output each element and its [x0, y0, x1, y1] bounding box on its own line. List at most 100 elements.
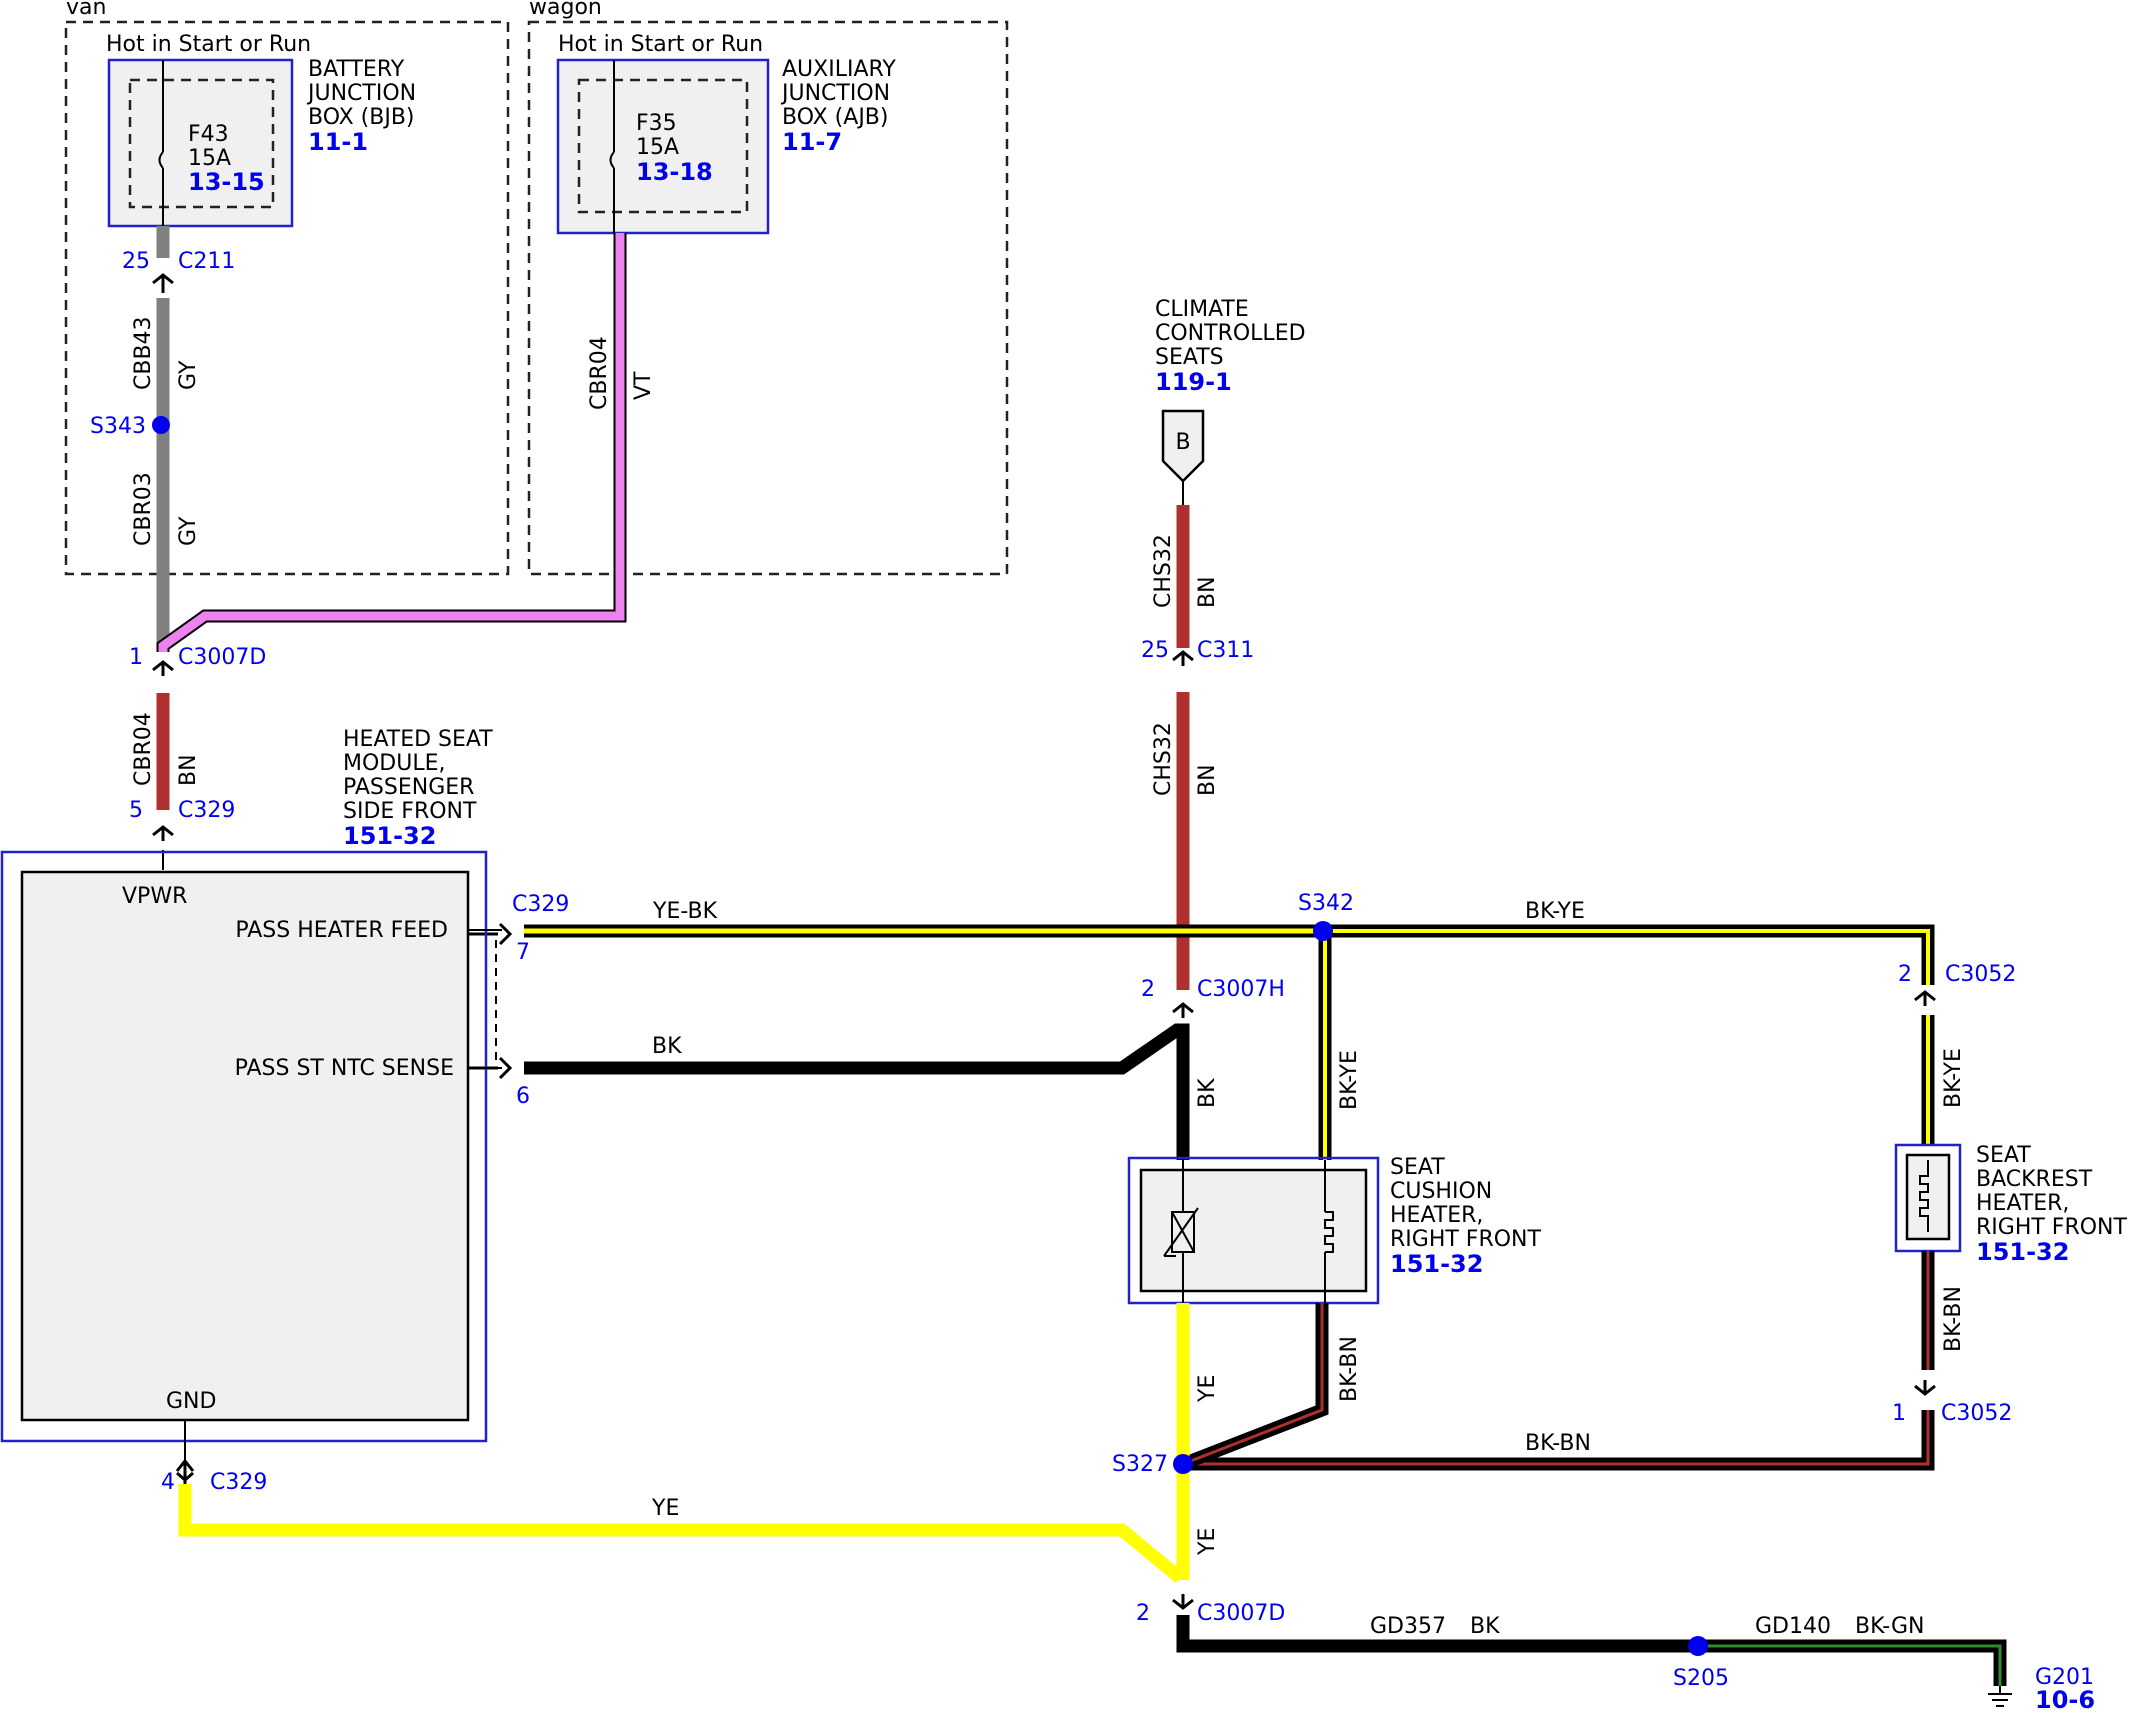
c3052-bot-label[interactable]: C3052: [1941, 1401, 2012, 1426]
c311-chevron-icon: [1172, 650, 1194, 666]
backrest-title-3: HEATER,: [1976, 1191, 2069, 1216]
s205-label[interactable]: S205: [1673, 1666, 1729, 1691]
wire-label-bk-ye-right: BK-YE: [1941, 1048, 1966, 1108]
ajb-title-3: BOX (AJB): [782, 105, 888, 130]
c3007d-pin: 1: [129, 645, 143, 670]
fuse-f43-name: F43: [188, 122, 229, 147]
ajb-title-1: AUXILIARY: [782, 57, 896, 82]
c329-ntc-pin: 6: [516, 1084, 530, 1109]
wire-bk-ye-top-outline: [1322, 924, 1935, 985]
wire-ye-horiz: [178, 1484, 1185, 1584]
c3052-top-pin: 2: [1898, 962, 1912, 987]
wire-bk-gd357: [1176, 1615, 1698, 1653]
fuse-f35-icon: [609, 151, 615, 169]
pin-feed-label: PASS HEATER FEED: [235, 918, 448, 943]
c211-label[interactable]: C211: [178, 249, 235, 274]
ground-ref[interactable]: 10-6: [2035, 1686, 2095, 1714]
wire-bk-bn-horiz: [1183, 1410, 1930, 1466]
connector-chevrons: [152, 273, 1936, 1610]
module-title-4: SIDE FRONT: [343, 799, 477, 824]
ajb-box: [556, 58, 770, 235]
wire-label-bn2: BN: [1195, 576, 1220, 608]
wire-bk-ye-top: [1322, 929, 1930, 985]
c311-pin: 25: [1141, 638, 1169, 663]
c3052-top-chevron-icon: [1914, 990, 1936, 1006]
climate-connector-b-icon[interactable]: [1161, 409, 1205, 483]
backrest-title-2: BACKREST: [1976, 1167, 2093, 1192]
c329-top-pin: 5: [129, 798, 143, 823]
c3007d-bot-label[interactable]: C3007D: [1197, 1601, 1285, 1626]
van-hot-label: Hot in Start or Run: [106, 32, 311, 57]
wire-label-bk-ye-vert: BK-YE: [1337, 1050, 1362, 1110]
module-title-3: PASSENGER: [343, 775, 474, 800]
module-ref[interactable]: 151-32: [343, 822, 436, 850]
cushion-outline: [1127, 1156, 1380, 1305]
wire-label-gy1: GY: [176, 360, 201, 390]
wire-label-bn3: BN: [1195, 764, 1220, 796]
fuse-f43-rating: 15A: [188, 146, 231, 171]
module-outline: [0, 850, 488, 1443]
cushion-title-3: HEATER,: [1390, 1203, 1483, 1228]
wire-label-gy2: GY: [176, 516, 201, 546]
pin-vpwr-label: VPWR: [122, 884, 187, 909]
c329-gnd-label[interactable]: C329: [210, 1470, 267, 1495]
splice-s342[interactable]: [1313, 921, 1333, 941]
wire-vt-cbr04: [158, 233, 625, 652]
cushion-title-2: CUSHION: [1390, 1179, 1492, 1204]
splice-s327[interactable]: [1173, 1454, 1193, 1474]
c329-feed-pin: 7: [516, 940, 530, 965]
splice-s343[interactable]: [152, 416, 170, 434]
splice-s205[interactable]: [1688, 1636, 1708, 1656]
ground-name[interactable]: G201: [2035, 1665, 2094, 1690]
wire-label-bk-gnd: BK: [1470, 1614, 1500, 1639]
fuse-f35-name: F35: [636, 111, 677, 136]
c3052-bot-chevron-icon: [1914, 1380, 1936, 1396]
c329-feed-label[interactable]: C329: [512, 892, 569, 917]
module-title-2: MODULE,: [343, 751, 446, 776]
c3007h-label[interactable]: C3007H: [1197, 977, 1285, 1002]
c329-top-label[interactable]: C329: [178, 798, 235, 823]
seat-cushion-heater[interactable]: [1139, 1168, 1368, 1293]
wire-bk-bn-right: [1182, 1303, 1324, 1466]
cushion-title-1: SEAT: [1390, 1155, 1445, 1180]
wagon-label: wagon: [529, 0, 602, 20]
bjb-title-1: BATTERY: [308, 57, 405, 82]
wire-vt-outline: [156, 233, 627, 652]
fuse-f43-ref[interactable]: 13-15: [188, 168, 265, 196]
pin-gnd-label: GND: [166, 1389, 216, 1414]
ajb-ref[interactable]: 11-7: [782, 128, 842, 156]
climate-title-2: CONTROLLED: [1155, 321, 1306, 346]
wire-label-vt: VT: [631, 371, 656, 400]
cushion-ref[interactable]: 151-32: [1390, 1250, 1483, 1278]
climate-connector-b-label: B: [1175, 430, 1190, 455]
backrest-heater-element-icon: [1919, 1160, 1929, 1232]
c3052-top-label[interactable]: C3052: [1945, 962, 2016, 987]
c3007h-chevron-icon: [1172, 1002, 1194, 1018]
module-title-1: HEATED SEAT: [343, 727, 493, 752]
heated-seat-module[interactable]: [20, 870, 470, 1422]
s327-label[interactable]: S327: [1112, 1452, 1168, 1477]
wire-label-bk-ye-top: BK-YE: [1525, 899, 1585, 924]
s343-label[interactable]: S343: [90, 414, 146, 439]
wire-bk-gn-outline: [1698, 1639, 2007, 1686]
c3007d-label[interactable]: C3007D: [178, 645, 266, 670]
climate-ref[interactable]: 119-1: [1155, 368, 1232, 396]
van-label: van: [66, 0, 106, 20]
c3007d-bot-pin: 2: [1136, 1601, 1150, 1626]
backrest-ref[interactable]: 151-32: [1976, 1238, 2069, 1266]
wire-bk-ntc: [524, 1023, 1190, 1160]
wire-label-bn1: BN: [176, 754, 201, 786]
c329-gnd-pin: 4: [161, 1470, 175, 1495]
s342-label[interactable]: S342: [1298, 891, 1354, 916]
wire-label-cbb43: CBB43: [131, 316, 156, 390]
bjb-ref[interactable]: 11-1: [308, 128, 368, 156]
wire-bk-gn: [1698, 1644, 2002, 1686]
wire-label-bk-bn-right: BK-BN: [1337, 1336, 1362, 1402]
wire-label-ye-vert2: YE: [1195, 1528, 1220, 1556]
c3007d-bot-chevron-icon: [1172, 1594, 1194, 1610]
wire-label-bk-gn: BK-GN: [1855, 1614, 1924, 1639]
c311-label[interactable]: C311: [1197, 638, 1254, 663]
wagon-hot-label: Hot in Start or Run: [558, 32, 763, 57]
fuse-f35-ref[interactable]: 13-18: [636, 158, 713, 186]
c3007d-chevron-icon: [152, 660, 174, 676]
